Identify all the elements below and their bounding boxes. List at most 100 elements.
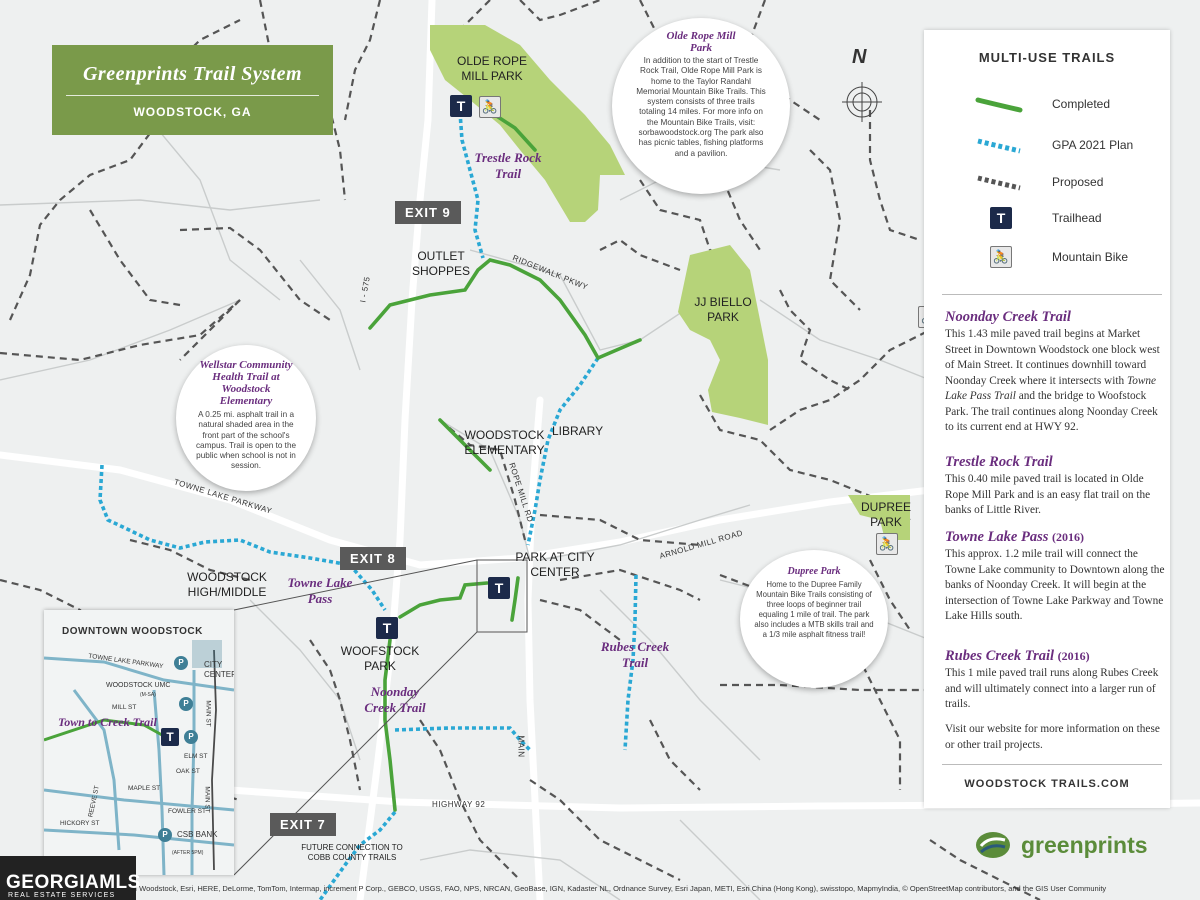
inset-oak-st: OAK ST <box>176 768 200 775</box>
road-label-highway-92: HIGHWAY 92 <box>432 800 486 809</box>
label-towne-lake-pass: Towne Lake Pass <box>287 575 353 606</box>
mountain-bike-icon[interactable]: 🚴 <box>479 96 501 118</box>
label-woodstock-elementary: WOODSTOCK ELEMENTARY <box>464 428 545 457</box>
website-link[interactable]: WOODSTOCK TRAILS.COM <box>964 778 1130 790</box>
map-title-box: Greenprints Trail System WOODSTOCK, GA <box>52 45 333 135</box>
trailhead-icon[interactable]: T <box>488 577 510 599</box>
trail-school <box>438 418 492 472</box>
road-i575 <box>356 0 436 900</box>
parking-icon: P <box>158 828 172 842</box>
jj-biello-park-area <box>678 245 768 425</box>
legend-heading: MULTI-USE TRAILS <box>978 50 1116 65</box>
bubble-body: In addition to the start of Trestle Rock… <box>636 56 766 158</box>
proposed-swatch <box>977 175 1021 191</box>
legend-label: GPA 2021 Plan <box>1052 138 1134 152</box>
section-body-trestle: This 0.40 mile paved trail is located in… <box>945 473 1151 516</box>
label-library: LIBRARY <box>552 424 604 438</box>
bubble-title: Wellstar Community Health Trail at Woods… <box>199 359 293 407</box>
section-body-noonday: This 1.43 mile paved trail begins at Mar… <box>945 328 1160 433</box>
label-olde-rope-mill-park: OLDE ROPE MILL PARK <box>456 54 528 83</box>
section-title-noonday: Noonday Creek Trail <box>945 309 1071 325</box>
parking-icon: P <box>174 656 188 670</box>
section-title-text: Towne Lake Pass <box>945 529 1049 545</box>
section-body-towne-lake: This approx. 1.2 mile trail will connect… <box>945 548 1165 622</box>
label-noonday-creek-trail: Noonday Creek Trail <box>364 684 426 715</box>
legend-panel: MULTI-USE TRAILS Completed GPA 2021 Plan… <box>924 30 1170 808</box>
label-jj-biello-park: JJ BIELLO PARK <box>694 295 752 324</box>
inset-csb-suffix: (AFTER 5PM) <box>172 850 204 856</box>
label-dupree-park: DUPREE PARK <box>860 500 911 529</box>
downtown-inset-map: DOWNTOWN WOODSTOCK TOWNE LAKE PARKWAY P … <box>44 610 234 875</box>
inset-fowler-st: FOWLER ST <box>168 808 206 815</box>
trail-noonday-creek <box>383 638 397 812</box>
compass-icon <box>842 82 882 122</box>
trailhead-icon: T <box>161 728 179 746</box>
section-title-trestle: Trestle Rock Trail <box>945 454 1053 470</box>
inset-main-st-north: MAIN ST <box>204 700 212 727</box>
label-rubes-creek-trail: Rubes Creek Trail <box>600 639 670 670</box>
inset-extent-box <box>476 559 528 633</box>
dupree-park-area <box>848 495 910 540</box>
label-woodstock-high-middle: WOODSTOCK HIGH/MIDDLE <box>187 570 267 599</box>
legend-row-proposed: Proposed <box>924 168 1170 196</box>
section-title-towne-lake: Towne Lake Pass (2016) <box>945 529 1084 546</box>
inset-mill-st: MILL ST <box>112 704 137 711</box>
legend-row-completed: Completed <box>924 90 1170 118</box>
exit-9-sign: EXIT 9 <box>395 201 461 224</box>
legend-row-plan: GPA 2021 Plan <box>924 131 1170 159</box>
title-divider <box>66 95 319 96</box>
proposed-trails <box>0 0 1041 900</box>
legend-label: Completed <box>1052 97 1111 111</box>
completed-swatch <box>975 97 1023 113</box>
watermark-main: GEORGIAMLS <box>6 872 141 893</box>
inset-woodstock-umc: WOODSTOCK UMC <box>106 682 171 689</box>
trail-trestle-north-planned <box>458 111 485 259</box>
legend-row-trailhead: T Trailhead <box>924 204 1170 232</box>
plan-swatch <box>977 138 1021 154</box>
parking-icon: P <box>179 697 193 711</box>
trail-trestle-rock <box>490 111 537 152</box>
bubble-body: Home to the Dupree Family Mountain Bike … <box>754 580 874 639</box>
trail-future-cobb-planned <box>318 810 397 900</box>
section-year: (2016) <box>1057 649 1090 663</box>
georgiamls-watermark: GEORGIAMLS REAL ESTATE SERVICES <box>0 856 140 900</box>
section-title-text: Rubes Creek Trail <box>945 648 1055 664</box>
website-divider <box>942 764 1162 765</box>
trail-east-connector-planned <box>394 726 532 752</box>
watermark-sub: REAL ESTATE SERVICES <box>8 892 116 899</box>
visit-text: Visit our website for more information o… <box>945 723 1160 751</box>
legend-label: Mountain Bike <box>1052 250 1129 264</box>
bubble-title: Dupree Park <box>787 566 841 577</box>
bubble-title: Olde Rope Mill Park <box>666 30 736 54</box>
info-bubble-dupree: Dupree Park Home to the Dupree Family Mo… <box>740 550 888 688</box>
minor-roads <box>0 119 931 900</box>
map-subtitle: WOODSTOCK, GA <box>133 105 252 119</box>
section-body-rubes-creek: This 1 mile paved trail runs along Rubes… <box>945 667 1159 710</box>
trailhead-icon[interactable]: T <box>376 617 398 639</box>
section-year: (2016) <box>1052 530 1085 544</box>
label-trestle-rock-trail: Trestle Rock Trail <box>474 150 542 181</box>
trail-noonday-city <box>398 581 489 619</box>
section-title-rubes-creek: Rubes Creek Trail (2016) <box>945 648 1090 665</box>
legend-divider <box>942 294 1162 295</box>
label-woofstock-park: WOOFSTOCK PARK <box>340 644 420 673</box>
info-bubble-olde-rope-mill: Olde Rope Mill Park In addition to the s… <box>612 18 790 194</box>
trail-noonday-north <box>510 576 520 622</box>
inset-umc-suffix: (M-SA) <box>140 692 156 698</box>
exit-7-sign: EXIT 7 <box>270 813 336 836</box>
inset-maple-st: MAPLE ST <box>128 785 161 792</box>
label-future-connection: FUTURE CONNECTION TO COBB COUNTY TRAILS <box>301 843 403 862</box>
olde-rope-mill-park-area <box>430 25 625 222</box>
bubble-body: A 0.25 mi. asphalt trail in a natural sh… <box>195 410 297 471</box>
trailhead-icon[interactable]: T <box>450 95 472 117</box>
inset-csb-bank: CSB BANK <box>177 830 218 839</box>
greenprints-logo-icon <box>976 832 1010 858</box>
inset-trail-label: Town to Creek Trail <box>58 715 157 729</box>
legend-label: Proposed <box>1052 175 1104 189</box>
greenprints-wordmark: greenprints <box>1021 832 1148 858</box>
mountain-bike-icon[interactable]: 🚴 <box>876 533 898 555</box>
inset-heading: DOWNTOWN WOODSTOCK <box>62 626 203 637</box>
mountain-bike-icon: 🚴 <box>990 246 1012 268</box>
legend-row-mountain-bike: 🚴 Mountain Bike <box>924 243 1170 271</box>
legend-label: Trailhead <box>1052 211 1102 225</box>
